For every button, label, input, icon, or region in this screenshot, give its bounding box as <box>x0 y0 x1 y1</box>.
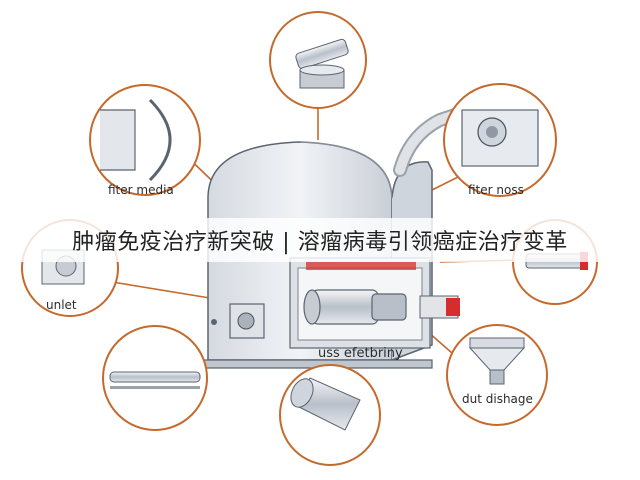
callout-filter-media <box>89 84 201 196</box>
callout-dut-dishage <box>446 324 548 426</box>
headline-banner <box>0 218 640 262</box>
motor-icon <box>371 293 460 321</box>
callout-tube <box>279 364 381 466</box>
funnel-icon <box>468 337 526 385</box>
drum-icon <box>303 289 379 325</box>
callout-filter-noss <box>443 83 557 197</box>
label-dut-dishage: dut dishage <box>462 392 533 406</box>
callout-rod <box>102 325 208 431</box>
cylinder-icon <box>295 38 349 89</box>
inlet-port-icon <box>211 303 265 339</box>
label-filter-noss: fiter noss <box>468 183 524 197</box>
callout-cylinder <box>269 11 367 109</box>
label-unlet: unlet <box>46 298 77 312</box>
label-center: uss efetbriny <box>318 346 403 361</box>
label-filter-media: fiter media <box>108 183 174 197</box>
headline-text: 肿瘤免疫治疗新突破 | 溶瘤病毒引领癌症治疗变革 <box>72 230 568 255</box>
